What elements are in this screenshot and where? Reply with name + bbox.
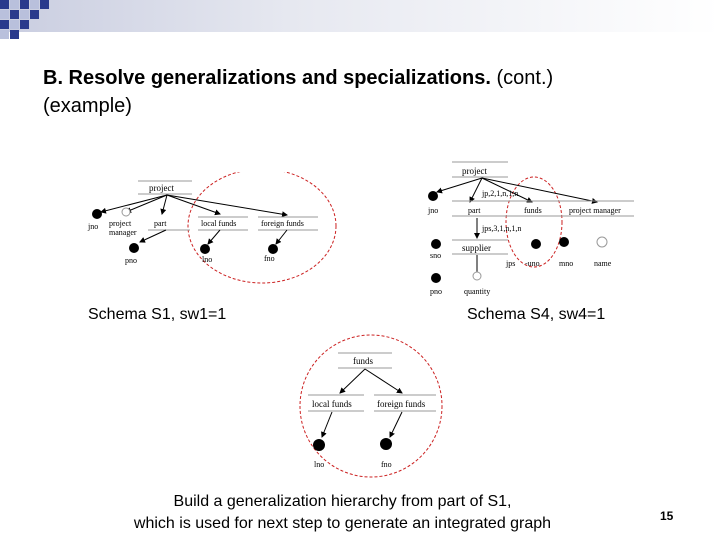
schema-s4-diagram: project jp,2,1,n,1,n jno part funds proj… [427, 161, 634, 296]
s4-uno: -uno [525, 259, 540, 268]
corner-squares-decoration [0, 0, 49, 39]
s1-dashed-circle [187, 172, 337, 284]
schema-s1-caption: Schema S1, sw1=1 [88, 306, 227, 323]
generalization-hierarchy-diagram: funds local funds foreign funds lno fno [299, 334, 443, 478]
s4-jno: jno [427, 206, 438, 215]
s1-jno: jno [87, 222, 98, 231]
s4-name: name [594, 259, 612, 268]
s4-funds-key-dot [531, 239, 541, 249]
s4-sno-key-dot [431, 239, 441, 249]
footer-line1: Build a generalization hierarchy from pa… [173, 493, 512, 510]
s1-foreign-funds: foreign funds [261, 219, 304, 228]
s1-fno-key-dot [268, 244, 278, 254]
s4-project: project [462, 166, 487, 176]
footer-line2: which is used for next step to generate … [133, 515, 552, 532]
title-bold: B. Resolve generalizations and specializ… [43, 67, 491, 89]
schema-s4-caption: Schema S4, sw4=1 [467, 306, 606, 323]
s4-part: part [468, 206, 481, 215]
s4-mno: mno [559, 259, 573, 268]
s1-project: project [149, 183, 174, 193]
s4-funds: funds [524, 206, 542, 215]
s4-sno: sno [430, 251, 441, 260]
s1-jno-key-dot [92, 209, 102, 219]
s4-dashed-circle [505, 176, 563, 268]
slide-title: B. Resolve generalizations and specializ… [43, 64, 693, 120]
s1-manager-dot [121, 207, 131, 217]
hierarchy-foreign-funds: foreign funds [377, 399, 426, 409]
hierarchy-lno: lno [314, 460, 324, 469]
s4-jno-key-dot [428, 191, 438, 201]
s1-pno-key-dot [129, 243, 139, 253]
s4-pno-key-dot [431, 273, 441, 283]
s4-supplier: supplier [462, 243, 491, 253]
title-suffix: (cont.) [490, 67, 554, 89]
s4-pno: pno [430, 287, 442, 296]
s4-rel-top: jp,2,1,n,1,n [481, 189, 518, 198]
schema-s1-diagram: project jno project manager part local f… [87, 172, 337, 284]
s4-jps: jps [505, 259, 515, 268]
footer-text: Build a generalization hierarchy from pa… [90, 491, 595, 535]
hierarchy-funds: funds [353, 356, 373, 366]
hierarchy-lno-key-dot [313, 439, 325, 451]
hierarchy-fno-key-dot [380, 438, 392, 450]
s1-fno: fno [264, 254, 275, 263]
s1-project-manager-line2: manager [109, 228, 137, 237]
s1-project-manager-line1: project [109, 219, 132, 228]
header-gradient-band [0, 0, 720, 32]
s4-mno-key-dot [559, 237, 569, 247]
s1-lno-key-dot [200, 244, 210, 254]
s1-pno: pno [125, 256, 137, 265]
hierarchy-dashed-circle [299, 334, 443, 478]
s1-local-funds: local funds [201, 219, 236, 228]
s1-lno: lno [202, 255, 212, 264]
hierarchy-local-funds: local funds [312, 399, 352, 409]
title-line2: (example) [43, 95, 132, 117]
s4-quantity-dot [472, 271, 482, 281]
s4-project-manager: project manager [569, 206, 621, 215]
s4-quantity: quantity [464, 287, 490, 296]
s4-rel-mid: jps,3,1,n,1,n [481, 224, 521, 233]
s1-part: part [154, 219, 167, 228]
page-number: 15 [660, 509, 674, 523]
s4-name-dot [596, 236, 608, 248]
hierarchy-fno: fno [381, 460, 392, 469]
